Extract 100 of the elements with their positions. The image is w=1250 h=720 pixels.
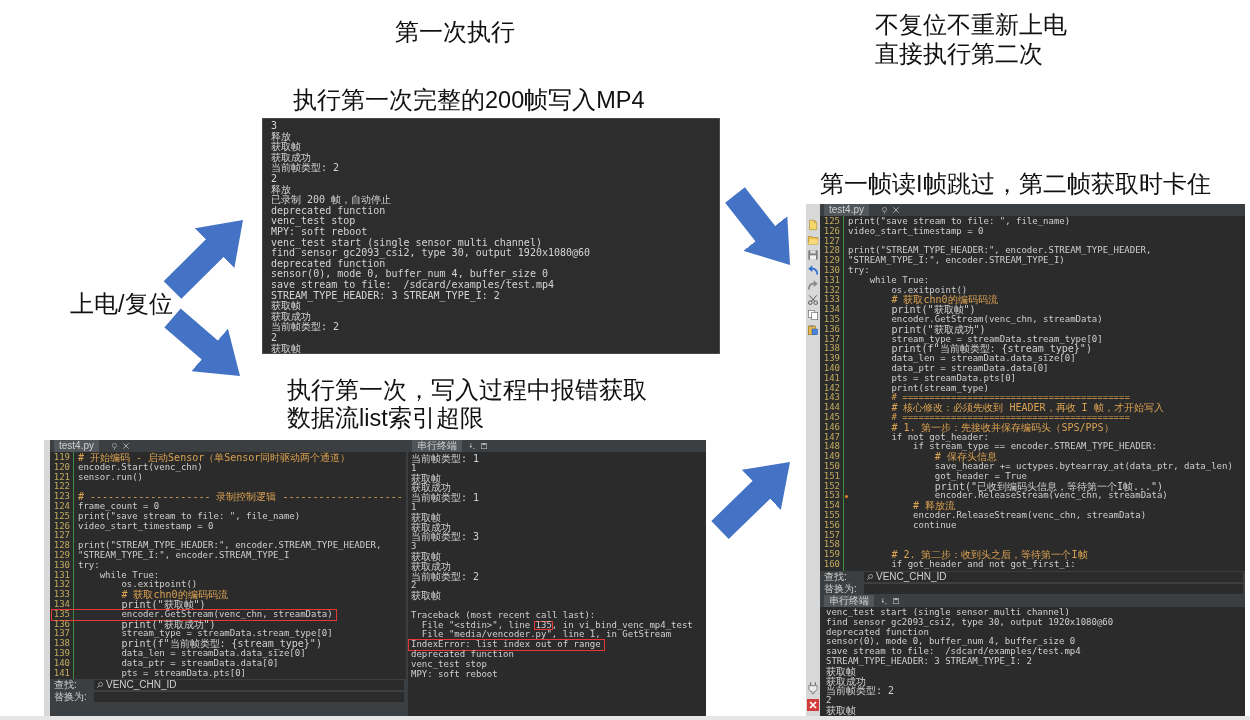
output-line: 获取成功 xyxy=(411,561,451,572)
code-line: if got_header and not got_first_i: xyxy=(891,560,1076,570)
output-line: 获取帧 xyxy=(411,512,441,523)
code-line: # 获取chn0的编码码流 xyxy=(891,295,998,306)
heading: 第一次执行 xyxy=(395,18,515,47)
output-line: 3 xyxy=(271,121,278,131)
output-line: MPY: soft reboot xyxy=(271,227,368,238)
tab: 串行终端 xyxy=(824,595,874,607)
output-line: venc_test stop xyxy=(271,216,356,227)
code-line: print("获取帧") xyxy=(121,600,206,610)
console-panel xyxy=(820,607,1245,716)
output-line: deprecated function xyxy=(411,650,514,660)
output-line: deprecated function xyxy=(826,627,929,638)
output-line: STREAM_TYPE_HEADER: 3 STREAM_TYPE_I: 2 xyxy=(271,290,500,302)
code-line: data_len = streamData.data_size[0] xyxy=(121,649,306,659)
code-line: frame_count = 0 xyxy=(78,502,160,512)
output-line: find sensor gc2093_csi2, type 30, output 1920x1080@60 xyxy=(826,617,1114,627)
output-line: 已录制 200 帧，自动停止 xyxy=(271,195,392,206)
code-line: # 保存头信息 xyxy=(934,452,997,462)
output-line: 3 xyxy=(411,542,417,552)
output-line: IndexError: list index out of range xyxy=(411,640,601,650)
code-line: stream_type = streamData.stream_type[0] xyxy=(121,629,333,639)
code-line: video_start_timestamp = 0 xyxy=(848,226,984,237)
output-line: File "media/vencoder.py", line 1, in GetStream xyxy=(421,630,672,641)
output-line: 获取帧 xyxy=(826,706,856,716)
code-line: data_ptr = streamData.data[0] xyxy=(891,364,1049,374)
code-line: # ========================================== xyxy=(891,413,1130,422)
line-numbers: 125 126 127 128 129 130 131 132 133 134 135 136 137 138 139 140 141 142 143 144 145 146 147 148 149 150 151 152 153 154 155 156 157 158 159 160 xyxy=(822,217,840,570)
output-line: sensor(0), mode 0, buffer_num 4, buffer_size 0 xyxy=(826,637,1076,648)
input-field: VENC_CHN_ID xyxy=(864,572,1243,582)
output-line: 获取帧 xyxy=(271,301,301,312)
code-line: print("获取成功") xyxy=(121,619,216,630)
output-line: 获取成功 xyxy=(271,311,311,323)
output-line: deprecated function xyxy=(271,205,386,217)
output-line: 获取帧 xyxy=(411,591,441,601)
output-line: venc_test stop xyxy=(411,659,487,669)
heading: 第一帧读I帧跳过，第二帧获取时卡住 xyxy=(820,170,1211,198)
output-line: deprecated function xyxy=(271,258,386,270)
label: 上电/复位 xyxy=(70,290,173,318)
tab: test4.py xyxy=(824,204,870,216)
output-line: sensor(0), mode 0, buffer_num 4, buffer_size 0 xyxy=(271,269,548,280)
tab: 串行终端 xyxy=(412,440,462,452)
output-line: 当前帧类型: 3 xyxy=(411,532,480,543)
output-line: 获取帧 xyxy=(826,666,856,677)
output-line: 当前帧类型: 2 xyxy=(271,322,340,333)
output-line: 2 xyxy=(271,174,278,184)
code-line: print("save stream to file: ", file_name) xyxy=(848,217,1071,227)
code-line: while True: xyxy=(869,275,930,286)
heading: 执行第一次完整的200帧写入MP4 xyxy=(293,86,645,114)
code-line: print("STREAM_TYPE_HEADER:", encoder.STREAM_TYPE_HEADER, "STREAM_TYPE_I:", encoder.STREAM_TYPE_I) xyxy=(848,246,1153,266)
output-line: 获取帧 xyxy=(411,473,441,484)
code-line: print("已收到编码头信息，等待第一个I帧...") xyxy=(934,481,1164,492)
code-line: save_header += uctypes.bytearray_at(data_ptr, data_len) xyxy=(934,462,1233,472)
output-line: 当前帧类型: 1 xyxy=(411,454,480,464)
output-line: save stream to file: /sdcard/examples/test.mp4 xyxy=(826,647,1081,657)
output-line: 1 xyxy=(411,463,417,473)
code-editor xyxy=(820,216,1245,571)
code-line: stream_type = streamData.stream_type[0] xyxy=(891,334,1103,344)
output-line: 获取帧 xyxy=(411,552,441,562)
field-label: 替换为: xyxy=(824,583,857,595)
output-line: 当前帧类型: 1 xyxy=(411,493,480,503)
input-field: VENC_CHN_ID xyxy=(94,680,404,690)
code-line: os.exitpoint() xyxy=(891,285,968,296)
output-line: 2 xyxy=(411,581,417,591)
code-line: print(f"当前帧类型: {stream_type}") xyxy=(121,639,322,649)
field-label: 查找: xyxy=(824,571,847,583)
code-line: # 核心修改：必须先收到 HEADER，再收 I 帧，才开始写入 xyxy=(891,403,1164,413)
code-line: # -------------------- 录制控制逻辑 -------------------- xyxy=(78,492,403,502)
code-line: encoder.GetStream(venc_chn, streamData) xyxy=(891,315,1103,324)
code-line: sensor.run() xyxy=(78,472,144,483)
code-line: data_ptr = streamData.data[0] xyxy=(121,658,279,669)
code-line: encoder.Start(venc_chn) xyxy=(78,462,203,473)
output-line: 当前帧类型: 2 xyxy=(826,686,895,697)
tab: test4.py xyxy=(54,440,100,452)
output-line: Traceback (most recent call last): xyxy=(411,610,596,621)
output-line: venc_test start (single sensor multi channel) xyxy=(271,237,542,249)
output-line: save stream to file: /sdcard/examples/test.mp4 xyxy=(271,280,554,291)
code-line: print(f"当前帧类型: {stream_type}") xyxy=(891,344,1092,355)
output-line: 获取帧 xyxy=(271,142,301,153)
code-line: print(stream_type) xyxy=(891,383,989,394)
output-line: find sensor gc2093_csi2, type 30, output 1920x1080@60 xyxy=(271,248,591,259)
code-line: pts = streamData.pts[0] xyxy=(121,668,246,679)
output-line: 获取成功 xyxy=(826,676,866,687)
code-line: try: xyxy=(848,266,870,276)
heading: 执行第一次，写入过程中报错获取数据流list索引超限 xyxy=(287,376,648,432)
output-line: 获取成功 xyxy=(411,483,451,494)
output-line: 当前帧类型: 2 xyxy=(411,571,480,582)
code-line: video_start_timestamp = 0 xyxy=(78,521,214,532)
code-line: data_len = streamData.data_size[0] xyxy=(891,354,1076,364)
code-line: # 获取chn0的编码码流 xyxy=(121,590,228,600)
output-line: STREAM_TYPE_HEADER: 3 STREAM_TYPE_I: 2 xyxy=(826,657,1032,666)
code-line: try: xyxy=(78,560,100,571)
output-line: venc_test start (single sensor multi channel) xyxy=(826,608,1070,618)
field-label: 查找: xyxy=(54,679,77,691)
code-line: # 1. 第一步：先接收并保存编码头（SPS/PPS） xyxy=(891,422,1114,433)
code-line: # 开始编码 - 启动Sensor（单Sensor同时驱动两个通道） xyxy=(78,453,351,463)
code-line: os.exitpoint() xyxy=(121,580,198,591)
code-line: # ========================================== xyxy=(891,393,1130,403)
output-line: 1 xyxy=(411,503,417,512)
heading: 不复位不重新上电直接执行第二次 xyxy=(875,11,1067,69)
